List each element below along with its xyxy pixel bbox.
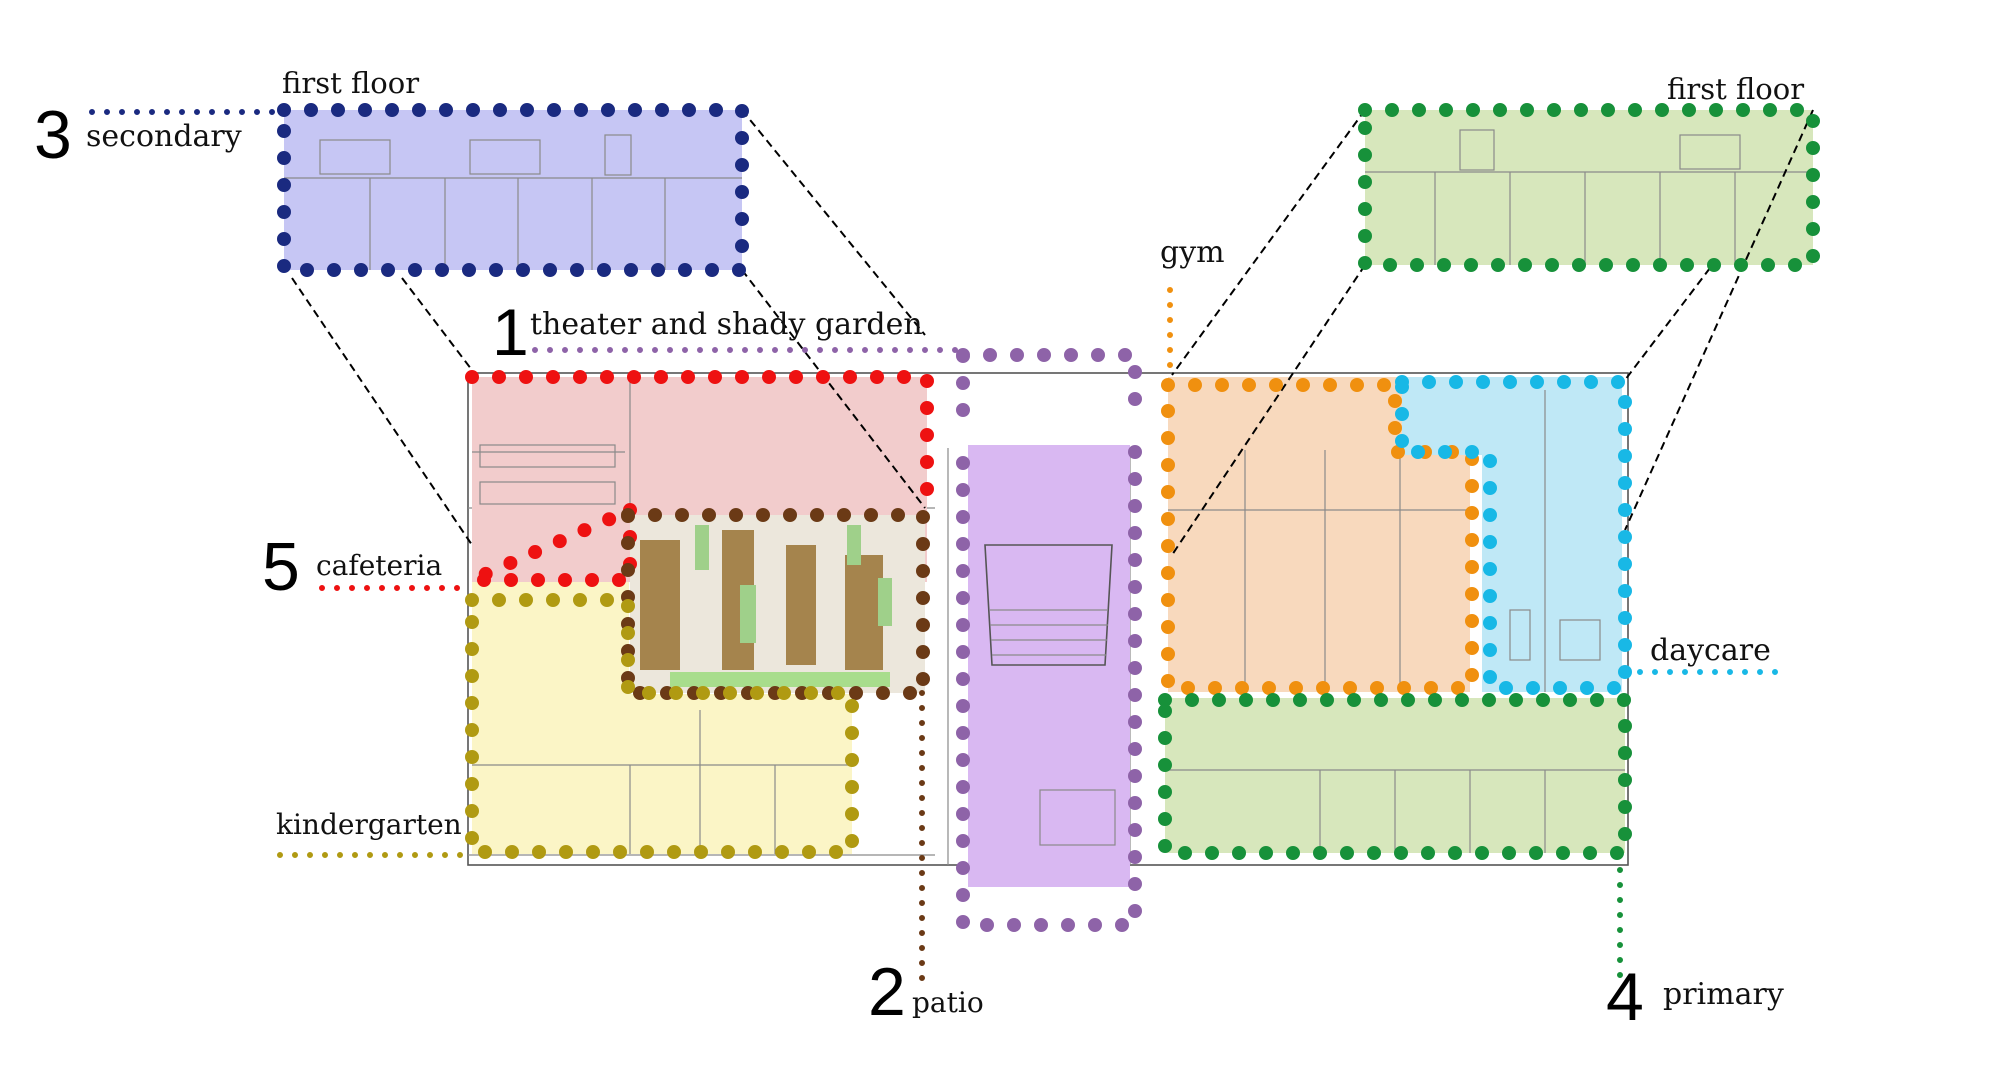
primary-ground-outline bbox=[1158, 693, 1632, 860]
daycare-zone-fill bbox=[1402, 377, 1622, 692]
shady-garden-planting bbox=[640, 525, 892, 687]
daycare-label: daycare bbox=[1650, 633, 1771, 668]
primary-label: primary bbox=[1663, 977, 1784, 1012]
kindergarten-zone-fill-bottom bbox=[472, 694, 852, 854]
theater-label: theater and shady garden bbox=[530, 307, 923, 342]
secondary-floor-label: first floor bbox=[282, 66, 419, 100]
leader-lines bbox=[89, 109, 1788, 993]
cafeteria-number: 5 bbox=[262, 529, 300, 605]
patio-number: 2 bbox=[868, 954, 906, 1030]
primary-first-floor-fill bbox=[1365, 110, 1813, 265]
cafeteria-label: cafeteria bbox=[316, 549, 442, 582]
secondary-outline bbox=[277, 103, 749, 277]
primary-first-floor-outline bbox=[1358, 103, 1820, 272]
gym-label: gym bbox=[1160, 235, 1225, 270]
zone-labels: first floor 3 secondary first floor 1 th… bbox=[34, 66, 1804, 1035]
theater-zone-fill bbox=[968, 445, 1130, 887]
patio-label: patio bbox=[912, 986, 984, 1019]
zone-outlines bbox=[277, 103, 1820, 932]
theater-outline bbox=[956, 348, 1142, 932]
kindergarten-label: kindergarten bbox=[276, 808, 462, 841]
room-lines bbox=[284, 129, 1813, 854]
primary-number: 4 bbox=[1606, 959, 1644, 1035]
kindergarten-outline bbox=[465, 593, 859, 859]
daycare-outline bbox=[1395, 375, 1632, 695]
cafeteria-outline bbox=[465, 370, 934, 587]
theater-number: 1 bbox=[492, 295, 529, 369]
primary-floor-label: first floor bbox=[1667, 72, 1804, 106]
secondary-label: secondary bbox=[86, 119, 242, 154]
secondary-first-floor-fill bbox=[284, 110, 742, 270]
projection-lines bbox=[291, 109, 1814, 556]
secondary-number: 3 bbox=[34, 97, 72, 173]
